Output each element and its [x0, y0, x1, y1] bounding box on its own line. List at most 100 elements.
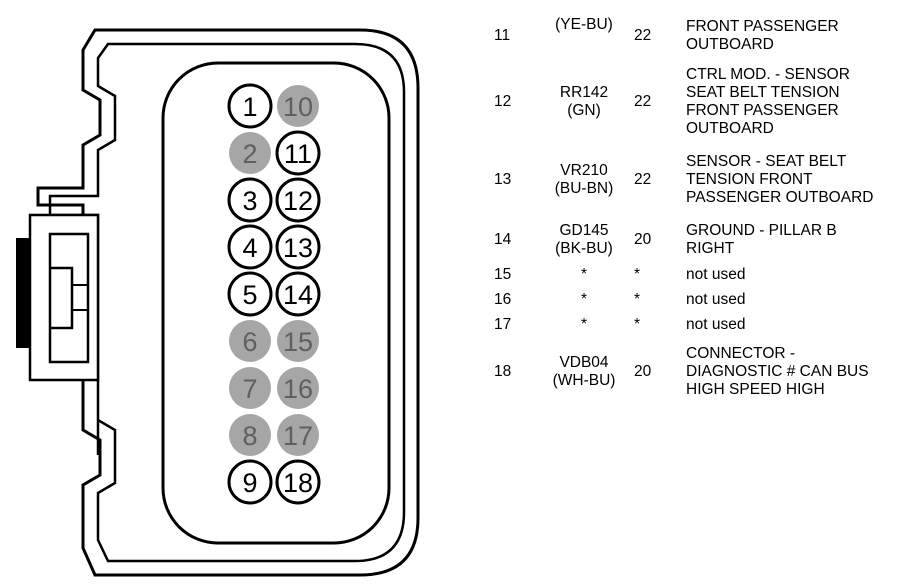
connector-housing-inner [48, 42, 406, 563]
pinout-gauge: 22 [634, 171, 652, 188]
pin-number-label: 7 [242, 374, 257, 404]
pin-8: 8 [229, 414, 271, 456]
pinout-pin: 14 [494, 231, 512, 248]
pin-number-label: 17 [283, 421, 313, 451]
pin-number-label: 11 [284, 139, 312, 169]
pinout-gauge: 22 [634, 27, 652, 44]
pin-circle [275, 130, 321, 176]
pin-10: 10 [277, 85, 319, 127]
pin-16: 16 [277, 367, 319, 409]
pin-circle [229, 414, 271, 456]
pin-circle [227, 224, 273, 270]
pinout-row: 15 * * not used [488, 262, 873, 287]
pinout-pin: 11 [494, 27, 511, 44]
pin-circle [275, 459, 321, 505]
pinout-description: GROUND - PILLAR B RIGHT [686, 222, 837, 257]
pin-12: 12 [275, 177, 321, 223]
pin-9: 9 [227, 459, 273, 505]
pinout-table: 11 (YE-BU) 22 FRONT PASSENGER OUTBOARD 12 RR1… [488, 10, 873, 407]
pin-number-label: 3 [242, 186, 257, 216]
pin-number-label: 9 [242, 468, 257, 498]
pin-circle [227, 459, 273, 505]
pinout-description: SENSOR - SEAT BELT TENSION FRONT PASSENG… [686, 153, 874, 206]
pin-circle [227, 271, 273, 317]
pin-4: 4 [227, 224, 273, 270]
pin-number-label: 2 [242, 139, 257, 169]
pinout-pin: 16 [494, 290, 512, 308]
pinout-wire: GD145(BK-BU) [555, 222, 613, 257]
pin-number-label: 6 [242, 327, 257, 357]
pinout-description: FRONT PASSENGER OUTBOARD [686, 18, 839, 53]
pin-1: 1 [227, 83, 273, 129]
pinout-description: not used [686, 265, 746, 283]
pin-number-label: 13 [283, 233, 313, 263]
pin-number-label: 8 [242, 421, 257, 451]
pin-number-label: 15 [283, 327, 313, 357]
pinout-pin: 15 [494, 265, 512, 283]
pin-circle [229, 320, 271, 362]
pin-11: 11 [275, 130, 321, 176]
pinout-pin: 18 [494, 363, 512, 380]
pinout-wire: RR142(GN) [559, 84, 609, 119]
pin-cavity [161, 61, 391, 545]
pin-18: 18 [275, 459, 321, 505]
pinout-pin: 12 [494, 93, 512, 110]
pin-circle [275, 271, 321, 317]
pinout-wire: (YE-BU) [555, 16, 613, 33]
pin-circle [229, 367, 271, 409]
pinout-row: 13 VR210(BU-BN) 22 SENSOR - SEAT BELT TENSI… [488, 142, 873, 218]
pin-number-label: 14 [283, 280, 313, 310]
pinout-description: not used [686, 290, 746, 308]
pin-number-label: 12 [283, 186, 313, 216]
pin-5: 5 [227, 271, 273, 317]
pin-7: 7 [229, 367, 271, 409]
pinout-gauge: 20 [634, 363, 652, 380]
pinout-gauge: * [634, 265, 641, 283]
pin-circle [227, 83, 273, 129]
pin-17: 17 [277, 414, 319, 456]
pinout-pin: 13 [494, 171, 512, 188]
pinout-description: not used [686, 315, 746, 333]
locking-latch [16, 213, 100, 382]
pin-13: 13 [275, 224, 321, 270]
pinout-gauge: 20 [634, 231, 652, 248]
pinout-description: CONNECTOR - DIAGNOSTIC # CAN BUS HIGH SP… [686, 345, 869, 398]
pinout-gauge: * [634, 290, 641, 308]
pin-circle [277, 320, 319, 362]
pin-circle [227, 177, 273, 223]
pin-6: 6 [229, 320, 271, 362]
pin-circle [275, 224, 321, 270]
pinout-wire: VDB04(WH-BU) [552, 354, 616, 389]
pinout-row: 16 * * not used [488, 287, 873, 312]
pin-number-label: 10 [283, 92, 313, 122]
pin-number-label: 16 [283, 374, 313, 404]
pin-circle [275, 177, 321, 223]
pin-number-label: 4 [242, 233, 257, 263]
pinout-description: CTRL MOD. - SENSOR SEAT BELT TENSION FRO… [686, 66, 850, 137]
pinout-wire: VR210(BU-BN) [554, 162, 614, 197]
pinout-wire: * [580, 290, 588, 308]
pin-circle [277, 414, 319, 456]
pin-15: 15 [277, 320, 319, 362]
pin-number-label: 5 [242, 280, 257, 310]
pinout-wire: * [580, 315, 588, 333]
pin-circle [277, 85, 319, 127]
pin-number-label: 1 [242, 92, 257, 122]
pin-2: 2 [229, 132, 271, 174]
pinout-row: 14 GD145(BK-BU) 20 GROUND - PILLAR B RIGHT [488, 218, 873, 262]
pin-3: 3 [227, 177, 273, 223]
pinout-row: 11 (YE-BU) 22 FRONT PASSENGER OUTBOARD [488, 10, 873, 62]
pinout-gauge: * [634, 315, 641, 333]
pin-number-label: 18 [283, 468, 313, 498]
pinout-row: 18 VDB04(WH-BU) 20 CONNECTOR - DIAGNOSTIC #… [488, 337, 873, 407]
pinout-row: 17 * * not used [488, 312, 873, 337]
pin-14: 14 [275, 271, 321, 317]
connector-housing-outer [36, 28, 420, 577]
pinout-pin: 17 [494, 315, 512, 333]
pinout-wire: * [580, 265, 588, 283]
pin-circle [277, 367, 319, 409]
pin-circle [229, 132, 271, 174]
